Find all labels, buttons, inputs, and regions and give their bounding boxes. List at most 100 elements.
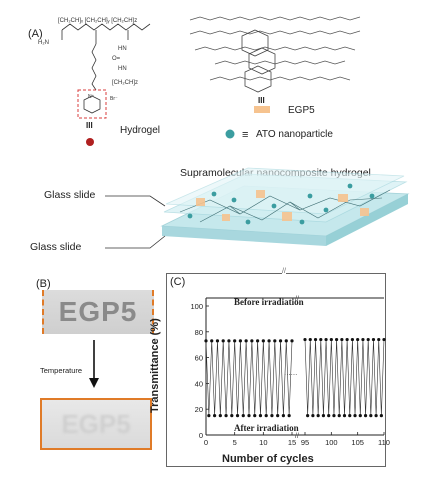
glass-slide-top [165,167,405,215]
data-point-before [319,337,323,342]
ato-caption: ATO nanoparticle [256,129,333,140]
data-point-after [235,414,240,418]
data-point-after [353,414,357,418]
data-point-before [382,337,386,342]
svg-text:[CH₂CH]ₓ [CH₂CH]ᵧ [CH₂CH]z: [CH₂CH]ₓ [CH₂CH]ᵧ [CH₂CH]z [58,18,137,24]
transmittance-line-seg1 [205,340,293,416]
pyridinium-ring [83,95,101,114]
data-point-after [316,414,320,418]
data-point-after [369,414,373,418]
data-point-before [244,339,248,343]
data-point-before [324,337,328,342]
temperature-label: Temperature [40,366,83,375]
slide-before-text: EGP5 [58,296,138,327]
x-tick-label: 95 [301,438,309,447]
data-point-before [290,339,294,343]
y-tick-label: 0 [199,431,203,440]
data-point-after [276,414,280,418]
data-point-before [303,337,307,342]
data-point-after [218,414,222,418]
data-point-after [374,414,378,418]
axis-break-mark: // [295,433,299,440]
pillararene-core [241,29,276,93]
slide-after-text: EGP5 [61,409,131,439]
panel-c-frame [166,273,386,467]
glass-sandwich [160,167,410,246]
data-point-after [207,414,211,418]
data-point-before [335,337,339,342]
x-tick-label: 15 [288,438,296,447]
data-point-after [224,414,228,418]
hydrogel-caption: Hydrogel [120,125,160,136]
data-point-after [281,414,285,418]
crosslinker-label: III [258,96,265,105]
annotation-after: After irradiation [234,423,299,433]
egp5-legend-swatch [254,106,270,113]
data-point-before [267,339,271,343]
data-point-after [327,414,331,418]
egp5-caption: EGP5 [288,105,315,116]
svg-text:N⁺: N⁺ [88,94,95,100]
y-tick-label: 80 [195,328,203,337]
data-point-after [264,414,268,418]
data-point-before [273,339,277,343]
data-point-before [366,337,370,342]
bromide-label: Br⁻ [110,96,118,102]
data-point-before [261,339,265,343]
y-tick-label: 40 [195,379,203,388]
ato-legend-icon [225,129,235,139]
panel-b-label: (B) [36,278,51,290]
data-point-before [215,339,220,343]
x-axis-title: Number of cycles [222,453,314,465]
x-tick-label: 105 [351,438,364,447]
slide-after: EGP5 [40,398,152,450]
egp5-structure [189,16,361,81]
data-point-before [308,337,312,342]
data-point-before [204,339,208,343]
data-point-before [227,339,231,343]
data-point-before [221,339,225,343]
annotation-before: Before irradiation [234,297,304,307]
frame-break-mark: // [282,268,286,275]
pyridinium-dashed-box [77,89,107,119]
polymer-backbone [61,23,151,31]
data-point-after [287,414,291,418]
alkyl-chain [91,43,97,91]
data-point-before [356,337,360,342]
data-point-before [256,339,260,343]
data-point-after [247,414,251,418]
data-point-after [337,414,341,418]
data-point-before [329,337,333,342]
data-point-after [241,414,245,418]
svg-text:[CH₂CH]z: [CH₂CH]z [112,80,138,86]
x-tick-label: 10 [259,438,267,447]
y-tick-label: 100 [190,302,203,311]
x-tick-label: 5 [233,438,237,447]
data-point-before [250,339,254,343]
data-point-after [379,414,383,418]
data-point-before [284,339,288,343]
ellipsis: ...... [284,368,298,377]
data-point-before [238,339,242,343]
data-point-before [361,337,365,342]
svg-text:HN: HN [118,66,127,72]
data-point-after [306,414,310,418]
data-point-after [321,414,326,418]
data-point-after [342,414,347,418]
glass-slide-top-label: Glass slide [44,189,96,201]
data-point-before [371,337,376,342]
panel-c-label: (C) [170,276,186,288]
x-tick-label: 0 [204,438,208,447]
bead-icon [86,138,94,146]
x-tick-label: 100 [325,438,338,447]
data-point-after [230,414,234,418]
transmittance-line-seg2 [304,339,385,416]
data-point-before [210,339,214,343]
data-point-after [348,414,352,418]
leader-line-bottom [105,235,166,249]
down-arrow-icon [89,340,99,388]
data-point-before [350,337,354,342]
glass-slide-bottom-label: Glass slide [30,241,82,253]
svg-text:O=: O= [112,56,121,62]
